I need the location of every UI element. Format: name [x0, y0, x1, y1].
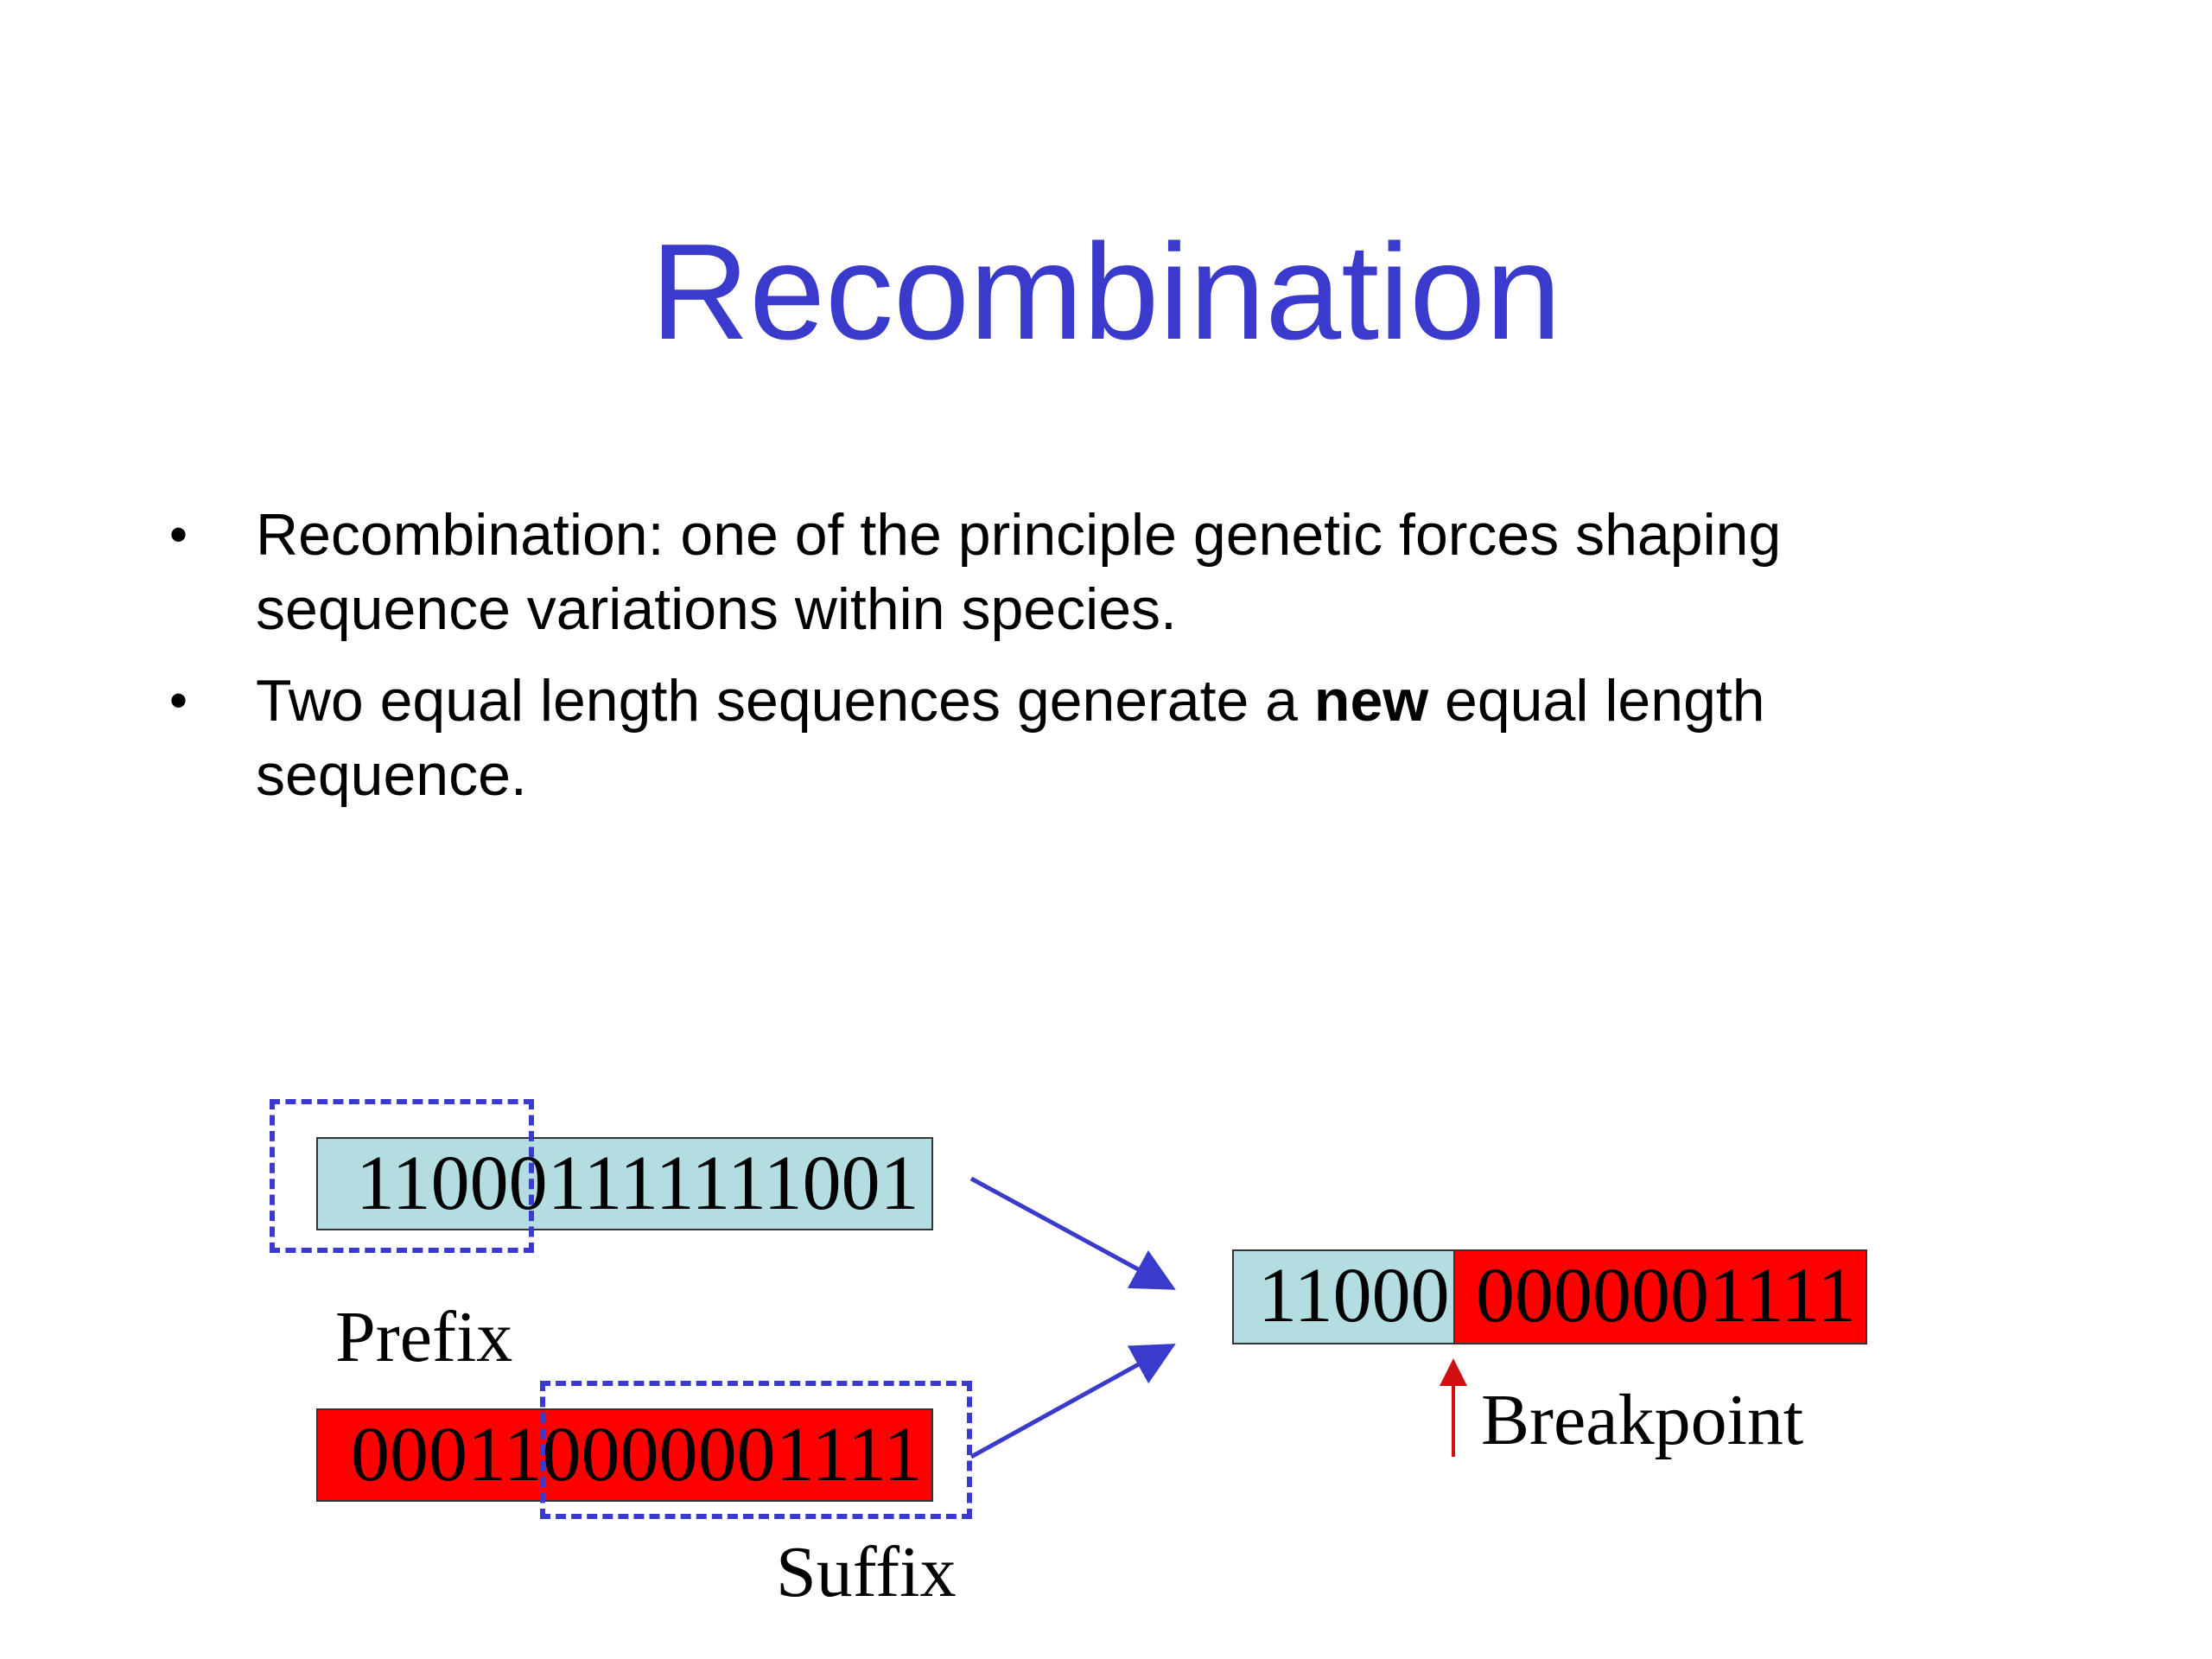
arrow-from-parent-a: [969, 1176, 1176, 1290]
recombined-suffix-text: 0000001111: [1476, 1253, 1856, 1338]
bullet-text: Recombination: one of the principle gene…: [256, 502, 1782, 642]
parent-sequence-a: 110001111111001: [316, 1137, 933, 1230]
bullet-text: Two equal length sequences generate a: [256, 668, 1314, 734]
recombined-sequence: 11000 0000001111: [1232, 1249, 1867, 1344]
suffix-label: Suffix: [776, 1532, 957, 1612]
breakpoint-label: Breakpoint: [1481, 1380, 1804, 1460]
parent-sequence-a-text: 110001111111001: [356, 1141, 919, 1226]
prefix-label: Prefix: [335, 1297, 513, 1377]
recombined-prefix: 11000: [1234, 1251, 1455, 1343]
bullet-marker: •: [169, 671, 188, 729]
recombined-prefix-text: 11000: [1258, 1253, 1450, 1338]
suffix-selection-box: [540, 1381, 972, 1519]
recombined-suffix: 0000001111: [1455, 1251, 1866, 1343]
bullet-list: • Recombination: one of the principle ge…: [169, 498, 1984, 830]
bullet-item: • Two equal length sequences generate a …: [169, 664, 1984, 812]
bullet-item: • Recombination: one of the principle ge…: [169, 498, 1984, 646]
bullet-marker: •: [169, 505, 188, 563]
prefix-selection-box: [270, 1099, 534, 1253]
slide-title: Recombination: [651, 216, 1561, 368]
bullet-text: equal length sequence.: [256, 668, 1765, 808]
arrow-from-parent-b: [969, 1344, 1176, 1459]
bullet-bold-text: new: [1313, 668, 1429, 734]
parent-sequence-b-text: 000110000001111: [351, 1412, 923, 1497]
parent-sequence-b: 000110000001111: [316, 1408, 933, 1502]
